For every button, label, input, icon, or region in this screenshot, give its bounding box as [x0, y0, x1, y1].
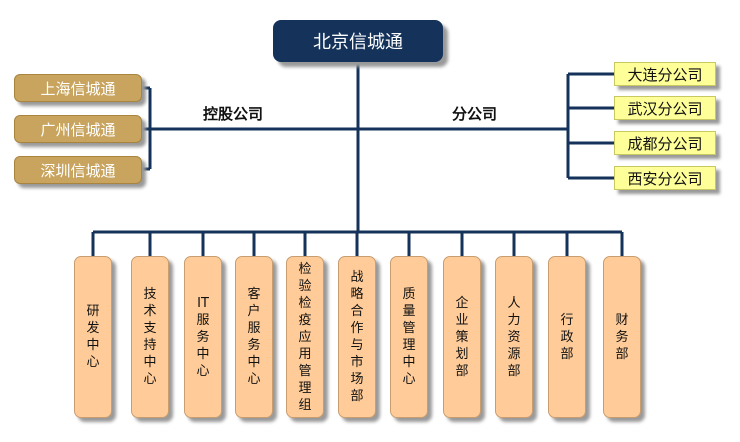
department-label: 企业策划部: [455, 295, 469, 379]
department-label: 财务部: [615, 312, 629, 362]
department-label: 人力资源部: [507, 295, 521, 379]
branch-node-chengdu: 成都分公司: [614, 131, 716, 155]
department-node-it-service: IT服务中心: [184, 256, 222, 418]
department-label: 研发中心: [86, 304, 100, 370]
department-label: 行政部: [560, 312, 574, 362]
holding-node-guangzhou: 广州信城通: [14, 115, 142, 143]
department-label: 技术支持中心: [143, 287, 157, 387]
department-node-finance: 财务部: [603, 256, 641, 418]
department-label: 质量管理中心: [402, 287, 416, 387]
root-node: 北京信城通: [273, 20, 443, 62]
department-label: 客户服务中心: [247, 287, 261, 387]
branch-node-xian: 西安分公司: [614, 166, 716, 190]
department-label: 战略合作与市场部: [350, 270, 364, 404]
department-node-inspection: 检验检疫应用管理组: [286, 256, 324, 418]
department-label: IT服务中心: [196, 295, 210, 379]
department-node-quality: 质量管理中心: [390, 256, 428, 418]
holding-title: 控股公司: [203, 105, 264, 123]
holding-node-shenzhen: 深圳信城通: [14, 156, 142, 184]
department-node-tech-support: 技术支持中心: [131, 256, 169, 418]
department-node-rd: 研发中心: [74, 256, 112, 418]
branch-node-dalian: 大连分公司: [614, 62, 716, 86]
branch-node-wuhan: 武汉分公司: [614, 96, 716, 120]
department-node-hr: 人力资源部: [495, 256, 533, 418]
department-label: 检验检疫应用管理组: [298, 261, 312, 413]
branch-title: 分公司: [452, 105, 498, 123]
department-node-planning: 企业策划部: [443, 256, 481, 418]
department-node-admin: 行政部: [548, 256, 586, 418]
department-node-strategy: 战略合作与市场部: [338, 256, 376, 418]
department-node-customer: 客户服务中心: [235, 256, 273, 418]
holding-node-shanghai: 上海信城通: [14, 74, 142, 102]
